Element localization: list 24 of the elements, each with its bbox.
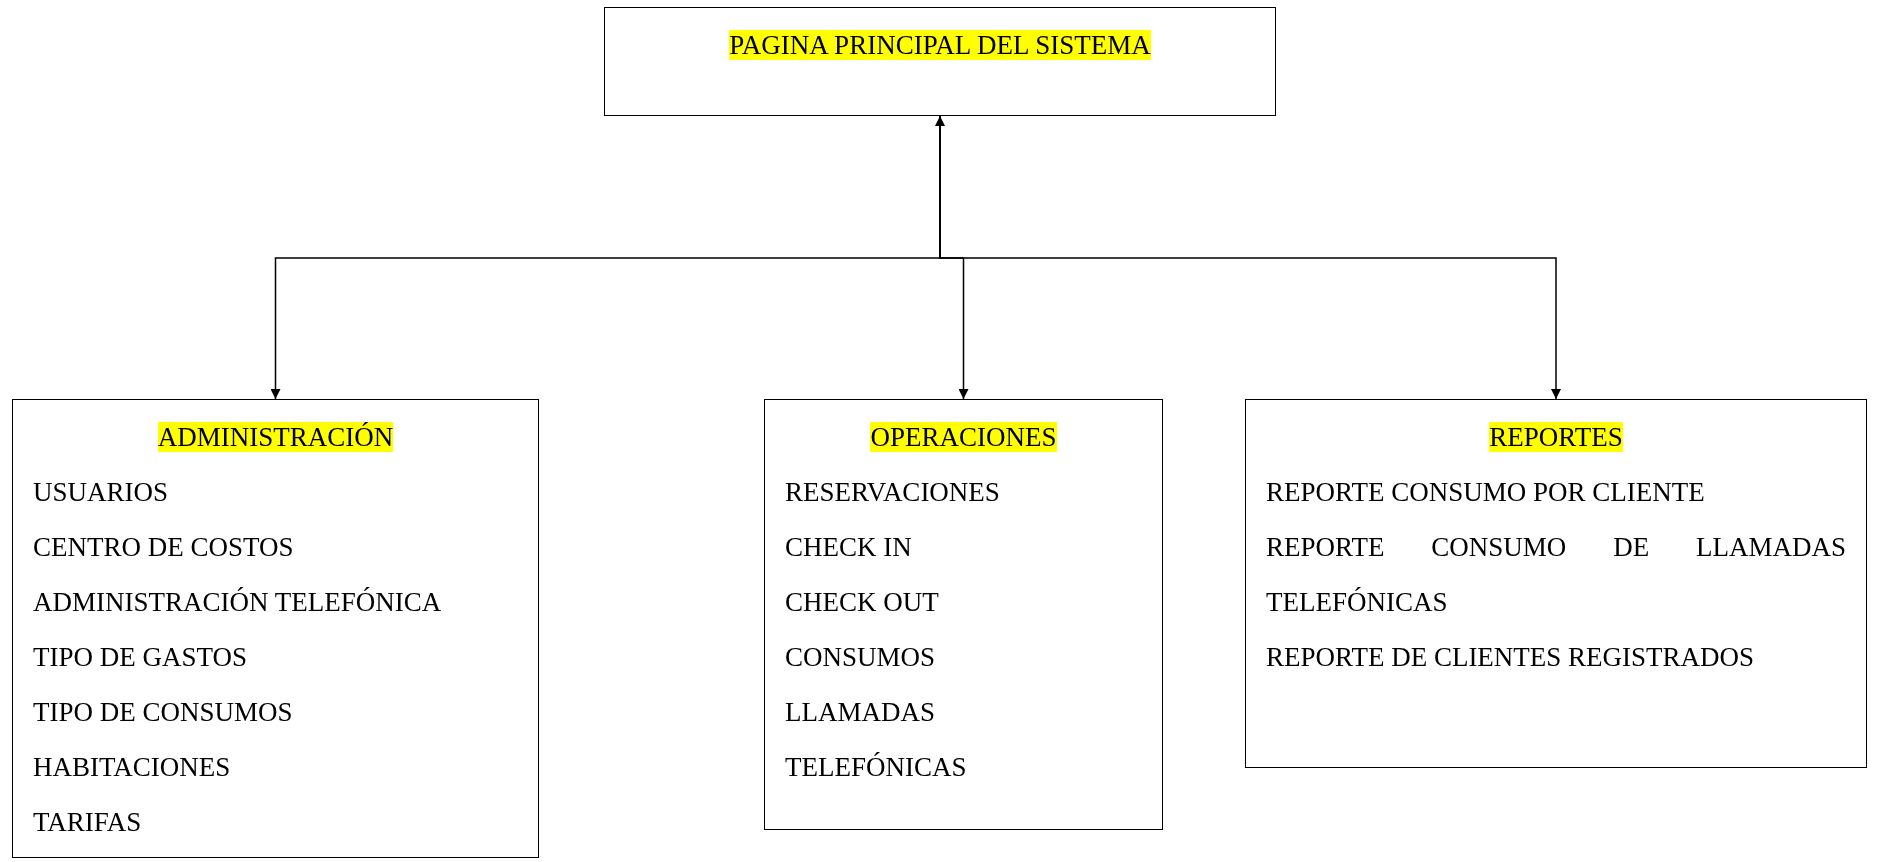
menu-item: TELEFÓNICAS [785, 751, 968, 784]
menu-item: REPORTE CONSUMO POR CLIENTE [1266, 476, 1706, 509]
section-heading: ADMINISTRACIÓN [157, 422, 394, 452]
section-box [764, 399, 1163, 830]
menu-item: ADMINISTRACIÓN TELEFÓNICA [33, 586, 443, 619]
menu-item: CONSUMOS [785, 641, 937, 674]
menu-item: RESERVACIONES [785, 476, 1001, 509]
menu-item: TIPO DE CONSUMOS [33, 696, 294, 729]
menu-item: CHECK IN [785, 531, 913, 564]
section-box [1245, 399, 1867, 768]
page-title: PAGINA PRINCIPAL DEL SISTEMA [729, 30, 1151, 60]
menu-item: TIPO DE GASTOS [33, 641, 249, 674]
menu-item: REPORTE DE CLIENTES REGISTRADOS [1266, 641, 1756, 674]
menu-item: TARIFAS [33, 806, 143, 839]
menu-item: USUARIOS [33, 476, 170, 509]
menu-item: CENTRO DE COSTOS [33, 531, 295, 564]
menu-item: REPORTE CONSUMO DE LLAMADAS TELEFÓNICAS [1266, 531, 1846, 619]
menu-item: CHECK OUT [785, 586, 940, 619]
menu-item: HABITACIONES [33, 751, 232, 784]
menu-item: LLAMADAS [785, 696, 936, 729]
section-box [12, 399, 539, 858]
section-heading: OPERACIONES [870, 422, 1057, 452]
section-heading: REPORTES [1489, 422, 1623, 452]
page-box [604, 7, 1276, 116]
